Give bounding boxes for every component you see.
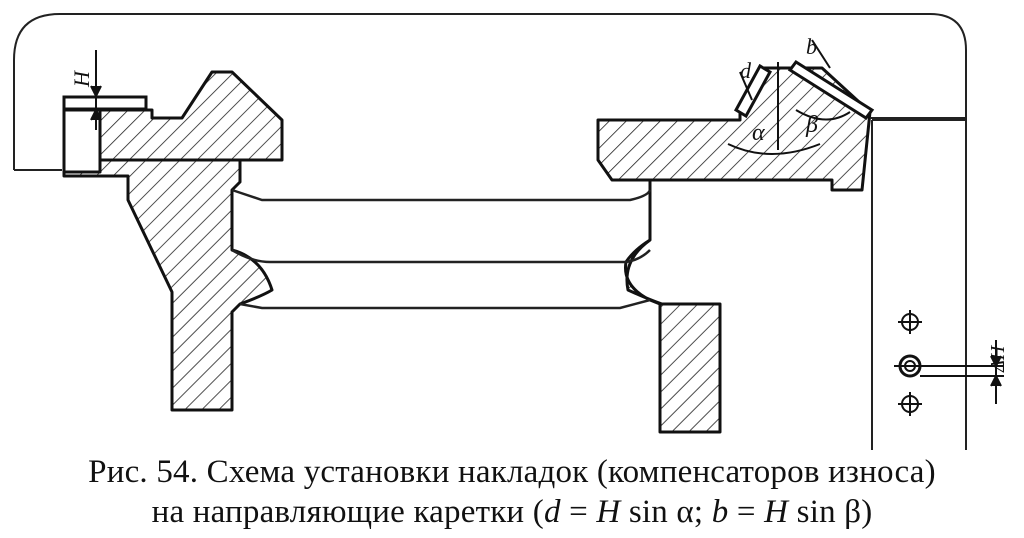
angle-annotations — [727, 39, 851, 155]
formula-sin-alpha: sin α; — [620, 494, 712, 530]
formula-h-1: H — [596, 494, 621, 530]
right-rail-section — [596, 66, 872, 434]
figure-caption: Рис. 54. Схема установки накладок (компе… — [0, 452, 1024, 532]
formula-b: b — [711, 494, 729, 530]
formula-d: d — [543, 494, 561, 530]
delta-h-dimension — [990, 340, 1002, 404]
carriage-guide-diagram: H d b α β ΔH — [13, 13, 1009, 450]
formula-eq-1: = — [560, 494, 597, 530]
left-rail-section — [62, 70, 284, 412]
adjustment-holes — [894, 310, 1004, 416]
right-compensator-pad-b — [787, 59, 875, 121]
label-delta-h: ΔH — [987, 344, 1009, 373]
right-compensator-pad-d — [733, 63, 773, 119]
carriage-body-outline — [231, 188, 652, 310]
caption-line-1: Рис. 54. Схема установки накладок (компе… — [88, 454, 936, 490]
label-b: b — [806, 34, 817, 59]
machine-frame-outline — [13, 13, 967, 450]
caption-line-2-prefix: на направляющие каретки ( — [151, 494, 544, 530]
label-d: d — [740, 58, 752, 83]
left-compensator-pad — [62, 95, 148, 111]
formula-h-2: H — [764, 494, 789, 530]
formula-sin-beta: sin β) — [788, 494, 873, 530]
left-h-dimension — [90, 50, 102, 130]
formula-eq-2: = — [728, 494, 765, 530]
label-alpha: α — [752, 120, 765, 146]
label-beta: β — [805, 112, 818, 138]
caption-line-2: на направляющие каретки (d = H sin α; b … — [0, 492, 1024, 532]
label-h-left: H — [69, 70, 94, 88]
